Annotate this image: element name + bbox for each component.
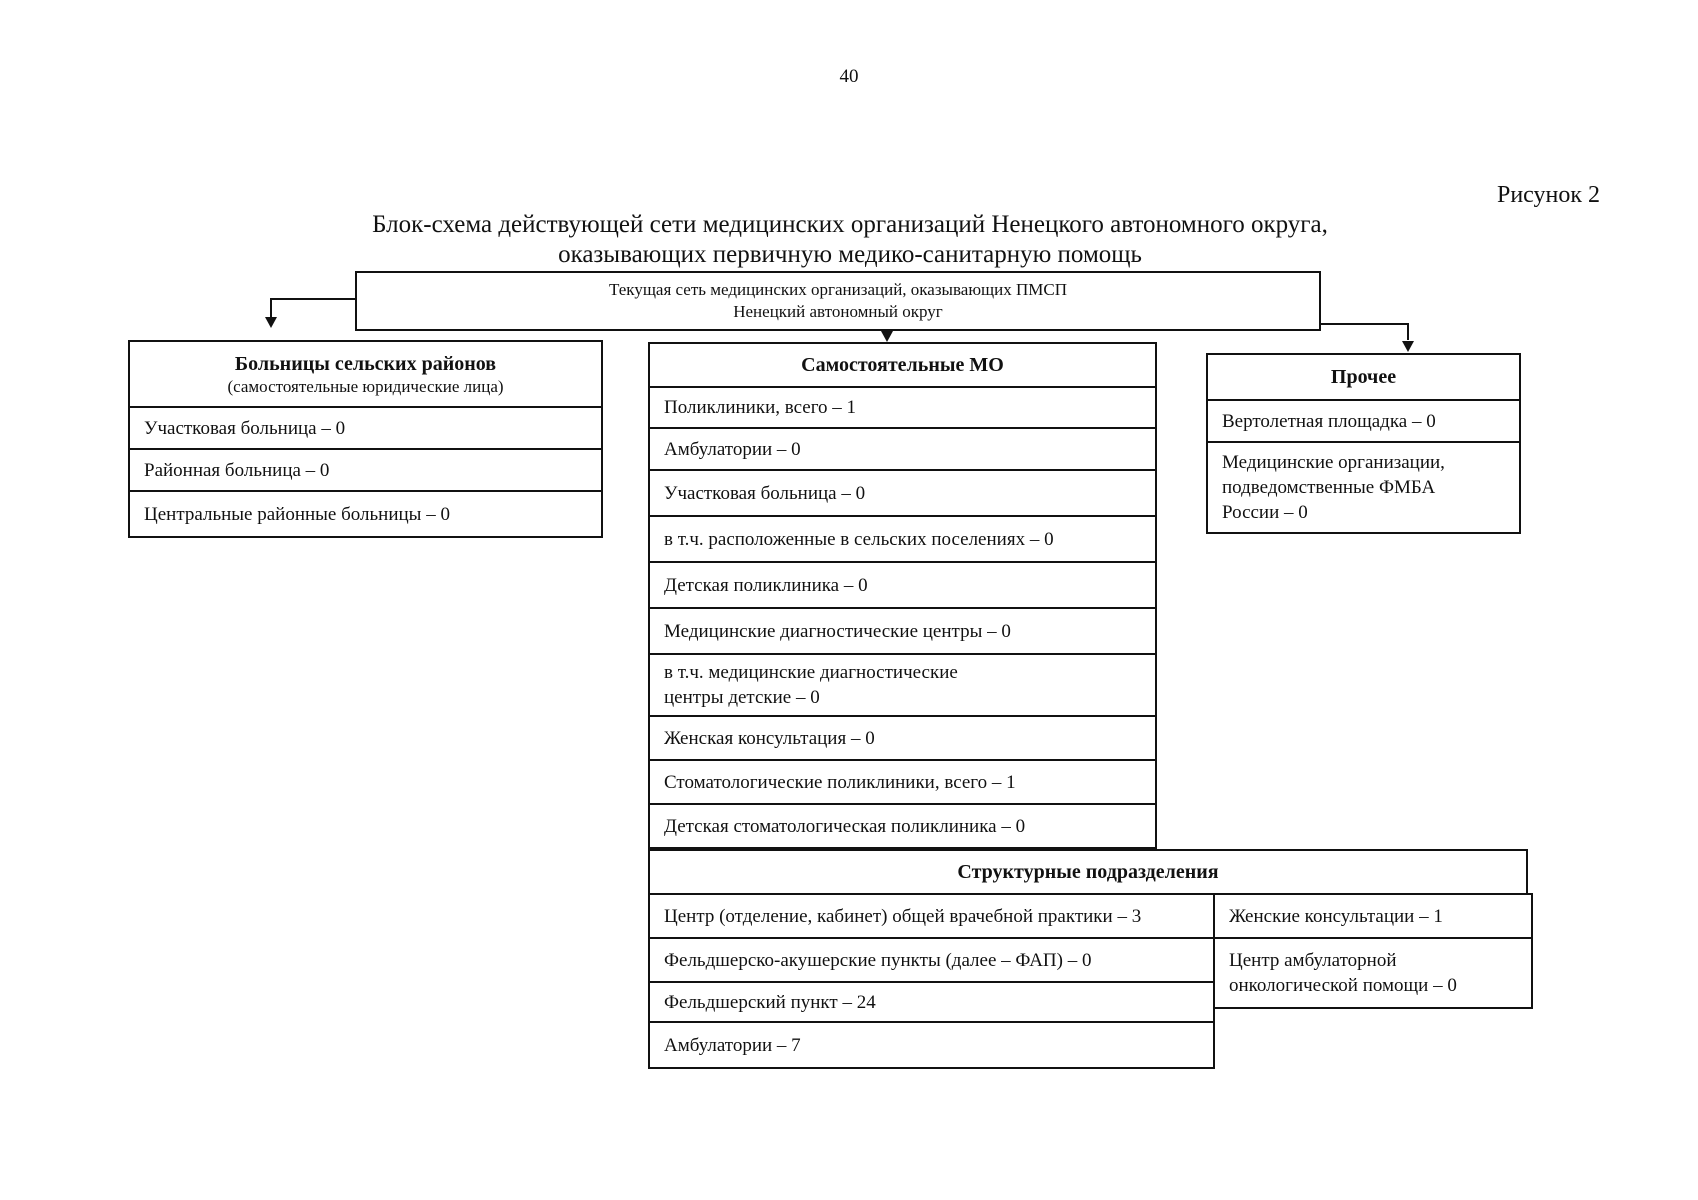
- independent-item-multiline: в т.ч. медицинские диагностические центр…: [648, 653, 1157, 717]
- independent-item: Медицинские диагностические центры – 0: [648, 607, 1157, 655]
- rural-item: Районная больница – 0: [128, 448, 603, 492]
- independent-item: Участковая больница – 0: [648, 469, 1157, 517]
- root-box: Текущая сеть медицинских организаций, ок…: [355, 271, 1321, 331]
- structural-left-item: Фельдшерский пункт – 24: [648, 981, 1215, 1023]
- connector-left-v: [270, 298, 272, 318]
- rural-item: Центральные районные больницы – 0: [128, 490, 603, 538]
- independent-item: Поликлиники, всего – 1: [648, 386, 1157, 429]
- connector-right-h: [1321, 323, 1409, 325]
- independent-item: Стоматологические поликлиники, всего – 1: [648, 759, 1157, 805]
- independent-item-line: центры детские – 0: [664, 687, 820, 708]
- independent-item: Детская поликлиника – 0: [648, 561, 1157, 609]
- other-item-line: Медицинские организации,: [1222, 452, 1445, 473]
- structural-title: Структурные подразделения: [957, 860, 1219, 883]
- structural-header: Структурные подразделения: [648, 849, 1528, 895]
- rural-title: Больницы сельских районов: [234, 352, 497, 375]
- structural-right-line: Центр амбулаторной: [1229, 950, 1397, 971]
- other-item-line: подведомственные ФМБА: [1222, 477, 1436, 498]
- arrow-to-other: [1402, 341, 1414, 352]
- rural-subtitle: (самостоятельные юридические лица): [227, 376, 504, 396]
- figure-label: Рисунок 2: [1496, 182, 1600, 208]
- diagram-title: Блок-схема действующей сети медицинских …: [300, 210, 1400, 270]
- structural-right-item: Женские консультации – 1: [1213, 893, 1533, 939]
- independent-item: Амбулатории – 0: [648, 427, 1157, 471]
- independent-item-line: в т.ч. медицинские диагностические: [664, 662, 958, 683]
- structural-right-line: онкологической помощи – 0: [1229, 975, 1457, 996]
- title-line-2: оказывающих первичную медико-санитарную …: [558, 241, 1142, 268]
- independent-item: в т.ч. расположенные в сельских поселени…: [648, 515, 1157, 563]
- independent-header: Самостоятельные МО: [648, 342, 1157, 388]
- rural-item: Участковая больница – 0: [128, 406, 603, 450]
- independent-item: Женская консультация – 0: [648, 715, 1157, 761]
- root-line-1: Текущая сеть медицинских организаций, ок…: [609, 280, 1067, 299]
- rural-header: Больницы сельских районов (самостоятельн…: [128, 340, 603, 408]
- independent-item: Детская стоматологическая поликлиника – …: [648, 803, 1157, 849]
- structural-left-item: Центр (отделение, кабинет) общей врачебн…: [648, 893, 1215, 939]
- other-item-multiline: Медицинские организации, подведомственны…: [1206, 441, 1521, 534]
- root-line-2: Ненецкий автономный округ: [733, 302, 943, 321]
- other-item: Вертолетная площадка – 0: [1206, 399, 1521, 443]
- page-number: 40: [839, 66, 859, 87]
- other-item-line: России – 0: [1222, 502, 1308, 523]
- arrow-to-independent: [881, 331, 893, 342]
- connector-right-v: [1407, 323, 1409, 340]
- structural-right-item-multiline: Центр амбулаторной онкологической помощи…: [1213, 937, 1533, 1009]
- arrow-to-rural: [265, 317, 277, 328]
- structural-left-item: Амбулатории – 7: [648, 1021, 1215, 1069]
- independent-title: Самостоятельные МО: [801, 353, 1004, 376]
- other-header: Прочее: [1206, 353, 1521, 401]
- other-title: Прочее: [1330, 365, 1397, 388]
- structural-left-item: Фельдшерско-акушерские пункты (далее – Ф…: [648, 937, 1215, 983]
- connector-left-h: [270, 298, 355, 300]
- title-line-1: Блок-схема действующей сети медицинских …: [372, 211, 1328, 238]
